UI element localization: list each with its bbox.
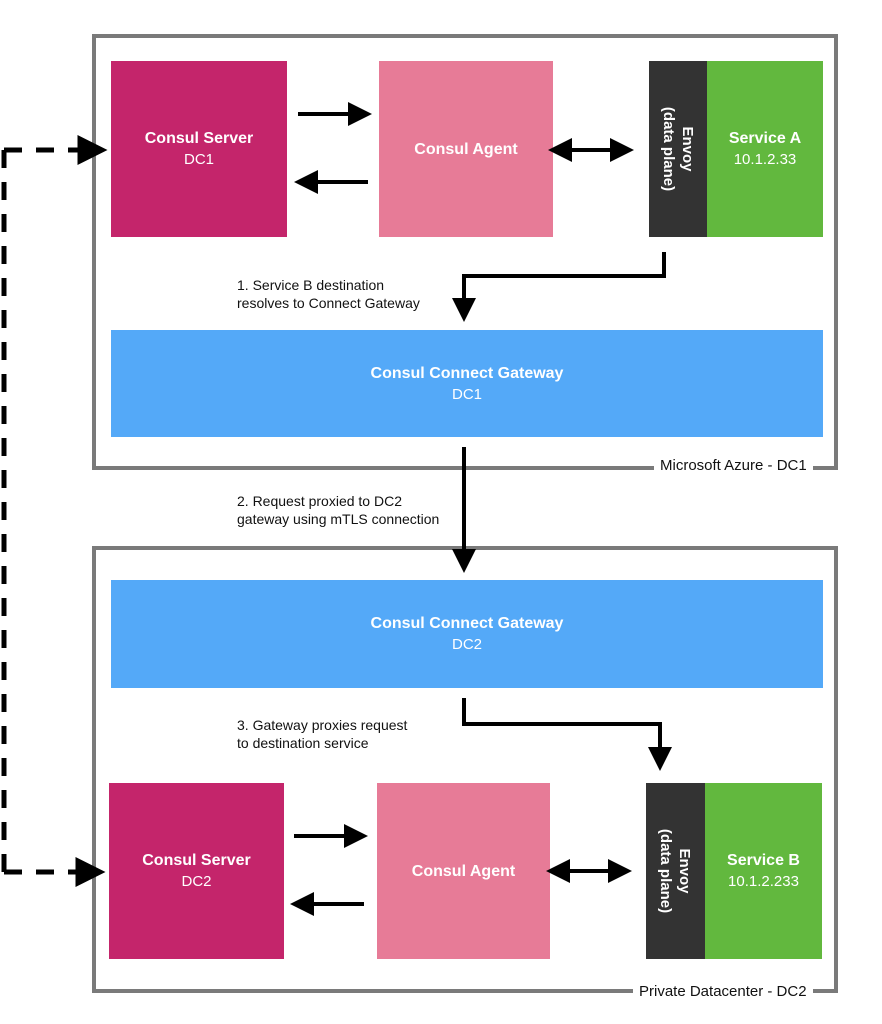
dc1-consul-agent: Consul Agent xyxy=(379,61,553,237)
step-3-line2: to destination service xyxy=(237,735,369,751)
dc1-envoy: Envoy (data plane) xyxy=(649,61,707,237)
dc2-connect-gateway: Consul Connect Gateway DC2 xyxy=(111,580,823,688)
dc1-agent-title: Consul Agent xyxy=(414,140,518,158)
step-3-line1: 3. Gateway proxies request xyxy=(237,717,408,733)
dc1-consul-server: Consul Server DC1 xyxy=(111,61,287,237)
step-2-note: 2. Request proxied to DC2 gateway using … xyxy=(237,492,439,528)
step-2-line1: 2. Request proxied to DC2 xyxy=(237,493,402,509)
step-1-line1: 1. Service B destination xyxy=(237,277,385,293)
dc2-gateway-to-envoy-arrow xyxy=(462,698,672,771)
dc2-service-ip: 10.1.2.233 xyxy=(728,873,799,890)
step-3-note: 3. Gateway proxies request to destinatio… xyxy=(237,716,407,752)
dc1-connect-gateway: Consul Connect Gateway DC1 xyxy=(111,330,823,437)
dc1-server-title: Consul Server xyxy=(144,130,254,147)
dc1-service-a: Service A 10.1.2.33 xyxy=(707,61,823,237)
dc2-gateway-sub: DC2 xyxy=(451,636,482,653)
dc2-gateway-title: Consul Connect Gateway xyxy=(370,615,564,632)
step-1-line2: resolves to Connect Gateway xyxy=(237,295,420,311)
step-2-line2: gateway using mTLS connection xyxy=(237,511,440,527)
dc2-frame-label: Private Datacenter - DC2 xyxy=(633,983,813,1001)
dc1-envoy-to-gateway-arrow xyxy=(452,252,666,322)
dc1-gateway-title: Consul Connect Gateway xyxy=(370,364,564,382)
dc1-gateway-sub: DC1 xyxy=(451,385,482,403)
dc2-service-title: Service B xyxy=(727,852,800,869)
step-1-note: 1. Service B destination resolves to Con… xyxy=(237,276,420,312)
dc1-server-sub: DC1 xyxy=(183,151,214,168)
dc2-server-title: Consul Server xyxy=(142,852,251,869)
dc2-consul-server: Consul Server DC2 xyxy=(109,783,284,959)
dc2-agent-title: Consul Agent xyxy=(411,862,516,880)
dc2-service-b: Service B 10.1.2.233 xyxy=(705,783,822,959)
dc1-service-ip: 10.1.2.33 xyxy=(733,151,797,168)
dc2-consul-agent: Consul Agent xyxy=(377,783,550,959)
dc2-server-sub: DC2 xyxy=(181,873,212,890)
dc1-service-title: Service A xyxy=(728,130,802,147)
dc1-frame-label: Microsoft Azure - DC1 xyxy=(654,457,813,475)
dc2-envoy: Envoy (data plane) xyxy=(646,783,705,959)
